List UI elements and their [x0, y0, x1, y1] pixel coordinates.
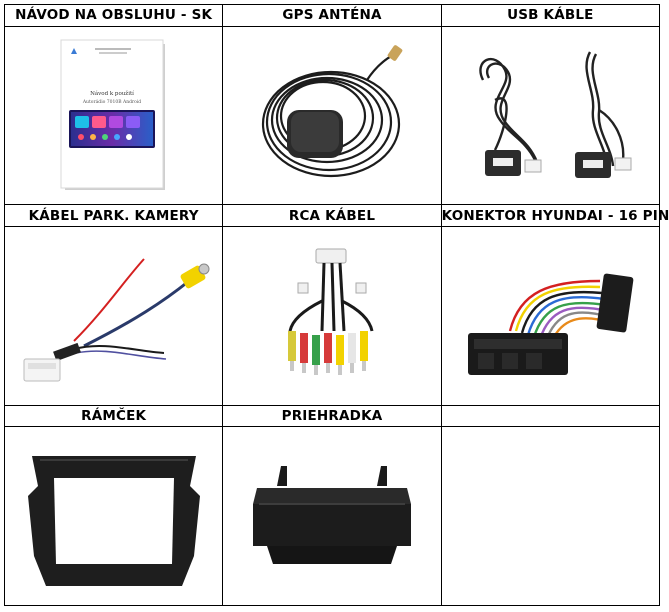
rca-cable-icon — [287, 248, 374, 375]
manual-title-text: Návod k použití — [90, 90, 134, 97]
cell-label-empty — [440, 404, 661, 428]
hyundai-connector-icon — [468, 273, 634, 375]
manual-booklet-icon: Návod k použití Autorádio 7010B Android — [60, 39, 165, 190]
cell-image-empty — [440, 426, 661, 606]
manual-subtitle-text: Autorádio 7010B Android — [81, 98, 140, 105]
cell-image-hyundai — [440, 225, 661, 406]
cell-label-rca: RCA KÁBEL — [222, 204, 442, 227]
cell-label-parking-camera: KÁBEL PARK. KAMERY — [3, 204, 224, 227]
cell-label-gps: GPS ANTÉNA — [222, 4, 442, 27]
parking-camera-cable-icon — [23, 258, 210, 382]
cell-image-rca — [222, 225, 442, 406]
cell-label-tray: PRIEHRADKA — [222, 404, 442, 428]
storage-tray-icon — [252, 466, 411, 565]
cell-image-usb — [440, 25, 661, 206]
cell-label-manual: NÁVOD NA OBSLUHU - SK — [3, 4, 224, 27]
cell-label-usb: USB KÁBLE — [440, 4, 661, 27]
cell-image-parking-camera — [3, 225, 224, 406]
cell-image-gps — [222, 25, 442, 206]
accessories-table: NÁVOD NA OBSLUHU - SK GPS ANTÉNA USB KÁB… — [3, 4, 669, 606]
cell-label-hyundai: KONEKTOR HYUNDAI - 16 PIN — [440, 204, 669, 227]
cell-image-tray — [222, 426, 442, 606]
usb-cables-icon — [479, 51, 632, 179]
cell-image-manual: Návod k použití Autorádio 7010B Android — [3, 25, 224, 206]
cell-image-frame — [3, 426, 224, 606]
gps-antenna-icon — [261, 45, 403, 178]
mounting-frame-icon — [27, 456, 200, 587]
cell-label-frame: RÁMČEK — [3, 404, 224, 428]
